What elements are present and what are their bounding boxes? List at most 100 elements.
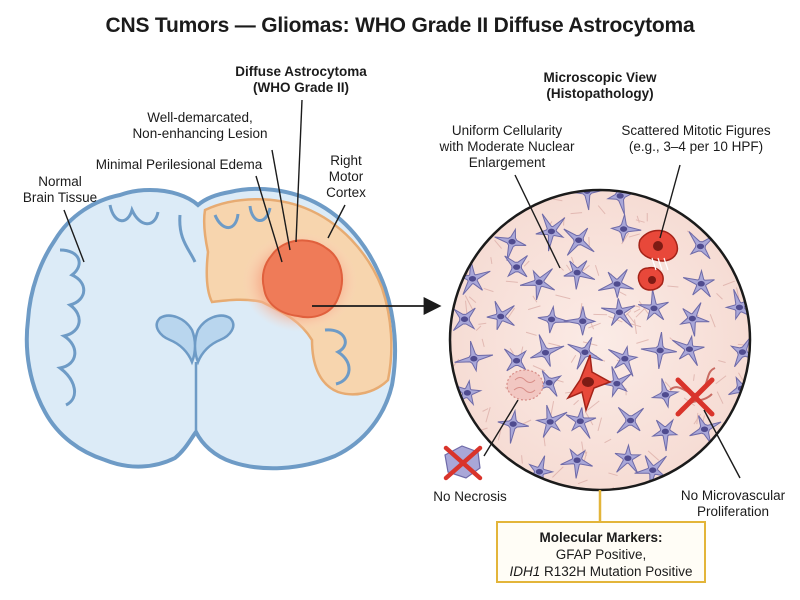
fiber-stroke: [475, 325, 482, 332]
fiber-stroke: [481, 338, 485, 348]
astrocyte-nucleus: [535, 279, 543, 286]
astrocyte-nucleus: [661, 428, 669, 435]
brain-section: [24, 186, 398, 471]
astrocyte-cell: [563, 260, 596, 290]
tumor-title-line-2: (WHO Grade II): [252, 80, 349, 95]
edema-line: Minimal Perilesional Edema: [95, 157, 263, 172]
astrocyte-nucleus: [738, 349, 747, 355]
astrocyte-nucleus: [468, 275, 477, 282]
normal-line-1: Normal: [38, 174, 82, 189]
x-no-microvascular: [675, 377, 715, 417]
normal-tissue-label: Normal Brain Tissue: [12, 174, 108, 206]
astrocyte-nucleus: [470, 355, 478, 362]
lesion-label: Well-demarcated, Non-enhancing Lesion: [110, 110, 290, 142]
mitotic-figures: [565, 229, 679, 413]
astrocyte-nucleus: [613, 281, 621, 287]
fiber-stroke: [521, 474, 533, 485]
fiber-stroke: [709, 314, 716, 328]
fiber-stroke: [505, 280, 518, 283]
astrocyte-nucleus: [576, 418, 584, 425]
fiber-stroke: [587, 400, 600, 411]
fiber-stroke: [532, 365, 546, 372]
fiber-stroke: [494, 239, 502, 249]
fiber-stroke: [500, 200, 507, 204]
molecular-heading: Molecular Markers:: [539, 530, 663, 545]
astrocyte-nucleus: [656, 347, 664, 354]
lesion-line-2: Non-enhancing Lesion: [132, 126, 268, 141]
fiber-stroke: [479, 193, 491, 205]
fiber-stroke: [478, 322, 487, 325]
astrocyte-nucleus: [509, 421, 517, 427]
mitotic-figures-label: Scattered Mitotic Figures (e.g., 3–4 per…: [606, 123, 786, 155]
astrocyte-nucleus: [696, 243, 705, 250]
astrocyte-nucleus: [700, 426, 709, 433]
astrocyte-nucleus: [650, 305, 658, 312]
cortex-line-2: Motor: [328, 169, 364, 184]
fiber-stroke: [701, 476, 706, 487]
astrocyte-nucleus: [460, 316, 469, 322]
fiber-stroke: [667, 285, 679, 288]
fiber-stroke: [661, 193, 671, 199]
tumor-title-label: Diffuse Astrocytoma (WHO Grade II): [226, 64, 376, 96]
mitotic-line-2: (e.g., 3–4 per 10 HPF): [628, 139, 764, 154]
fiber-stroke: [588, 322, 601, 329]
fiber-stroke: [597, 205, 606, 215]
astrocyte-nucleus: [463, 390, 471, 396]
cortex-line-3: Cortex: [326, 185, 366, 200]
fiber-stroke: [693, 374, 695, 381]
astrocyte-nucleus: [581, 349, 589, 356]
fiber-stroke: [485, 407, 491, 423]
astrocyte-cell: [651, 418, 679, 452]
fiber-stroke: [509, 348, 514, 354]
fiber-stroke: [594, 265, 600, 276]
astrocyte-nucleus: [541, 349, 550, 356]
ventricles: [155, 314, 235, 366]
uniform-line-3: Enlargement: [468, 155, 546, 170]
fiber-stroke: [520, 346, 524, 355]
uniform-line-2: with Moderate Nuclear: [439, 139, 575, 154]
fiber-stroke: [497, 428, 502, 441]
fiber-stroke: [570, 212, 583, 215]
fiber-stroke: [716, 391, 724, 404]
astrocyte-nucleus: [615, 309, 624, 316]
fiber-stroke: [485, 190, 501, 199]
astrocyte-nucleus: [649, 467, 657, 473]
fiber-stroke: [482, 408, 489, 412]
brain-leader-lines: [63, 99, 346, 263]
astrocyte-nucleus: [624, 455, 632, 462]
astrocyte-nucleus: [688, 315, 696, 322]
fiber-stroke: [715, 375, 727, 385]
fiber-stroke: [474, 232, 484, 238]
normal-line-2: Brain Tissue: [22, 190, 98, 205]
astrocyte-nucleus: [545, 379, 553, 386]
fiber-stroke: [604, 438, 612, 444]
astrocyte-nucleus: [508, 238, 516, 245]
astrocyte-nucleus: [547, 228, 555, 235]
fiber-stroke: [722, 280, 735, 287]
micro-title-label: Microscopic View (Histopathology): [520, 70, 680, 102]
fiber-stroke: [550, 401, 555, 416]
astrocyte-nucleus: [616, 193, 624, 199]
microscopic-view: [448, 188, 752, 492]
astrocyte-nucleus: [661, 391, 670, 398]
fiber-stroke: [471, 237, 483, 243]
fiber-stroke: [608, 472, 618, 477]
right-gyri: [213, 205, 351, 386]
fiber-stroke: [716, 292, 723, 300]
astrocyte-nucleus: [620, 226, 628, 232]
necrosis-ghost: [506, 369, 544, 401]
micro-field: [450, 190, 750, 490]
fiber-stroke: [633, 308, 641, 313]
fiber-stroke: [693, 413, 701, 425]
astrocyte-nucleus: [735, 304, 744, 311]
cortex-label: Right Motor Cortex: [316, 153, 376, 201]
tumor-title-line-1: Diffuse Astrocytoma: [235, 64, 367, 79]
fiber-stroke: [570, 354, 577, 363]
fiber-stroke: [490, 257, 493, 265]
left-gyri: [56, 204, 197, 407]
fiber-stroke: [452, 282, 457, 290]
fiber-stroke: [468, 296, 477, 304]
microvasc-line-2: Proliferation: [696, 504, 770, 519]
molecular-markers-box: Molecular Markers: GFAP Positive, IDH1 R…: [496, 521, 706, 583]
fiber-stroke: [634, 319, 637, 335]
